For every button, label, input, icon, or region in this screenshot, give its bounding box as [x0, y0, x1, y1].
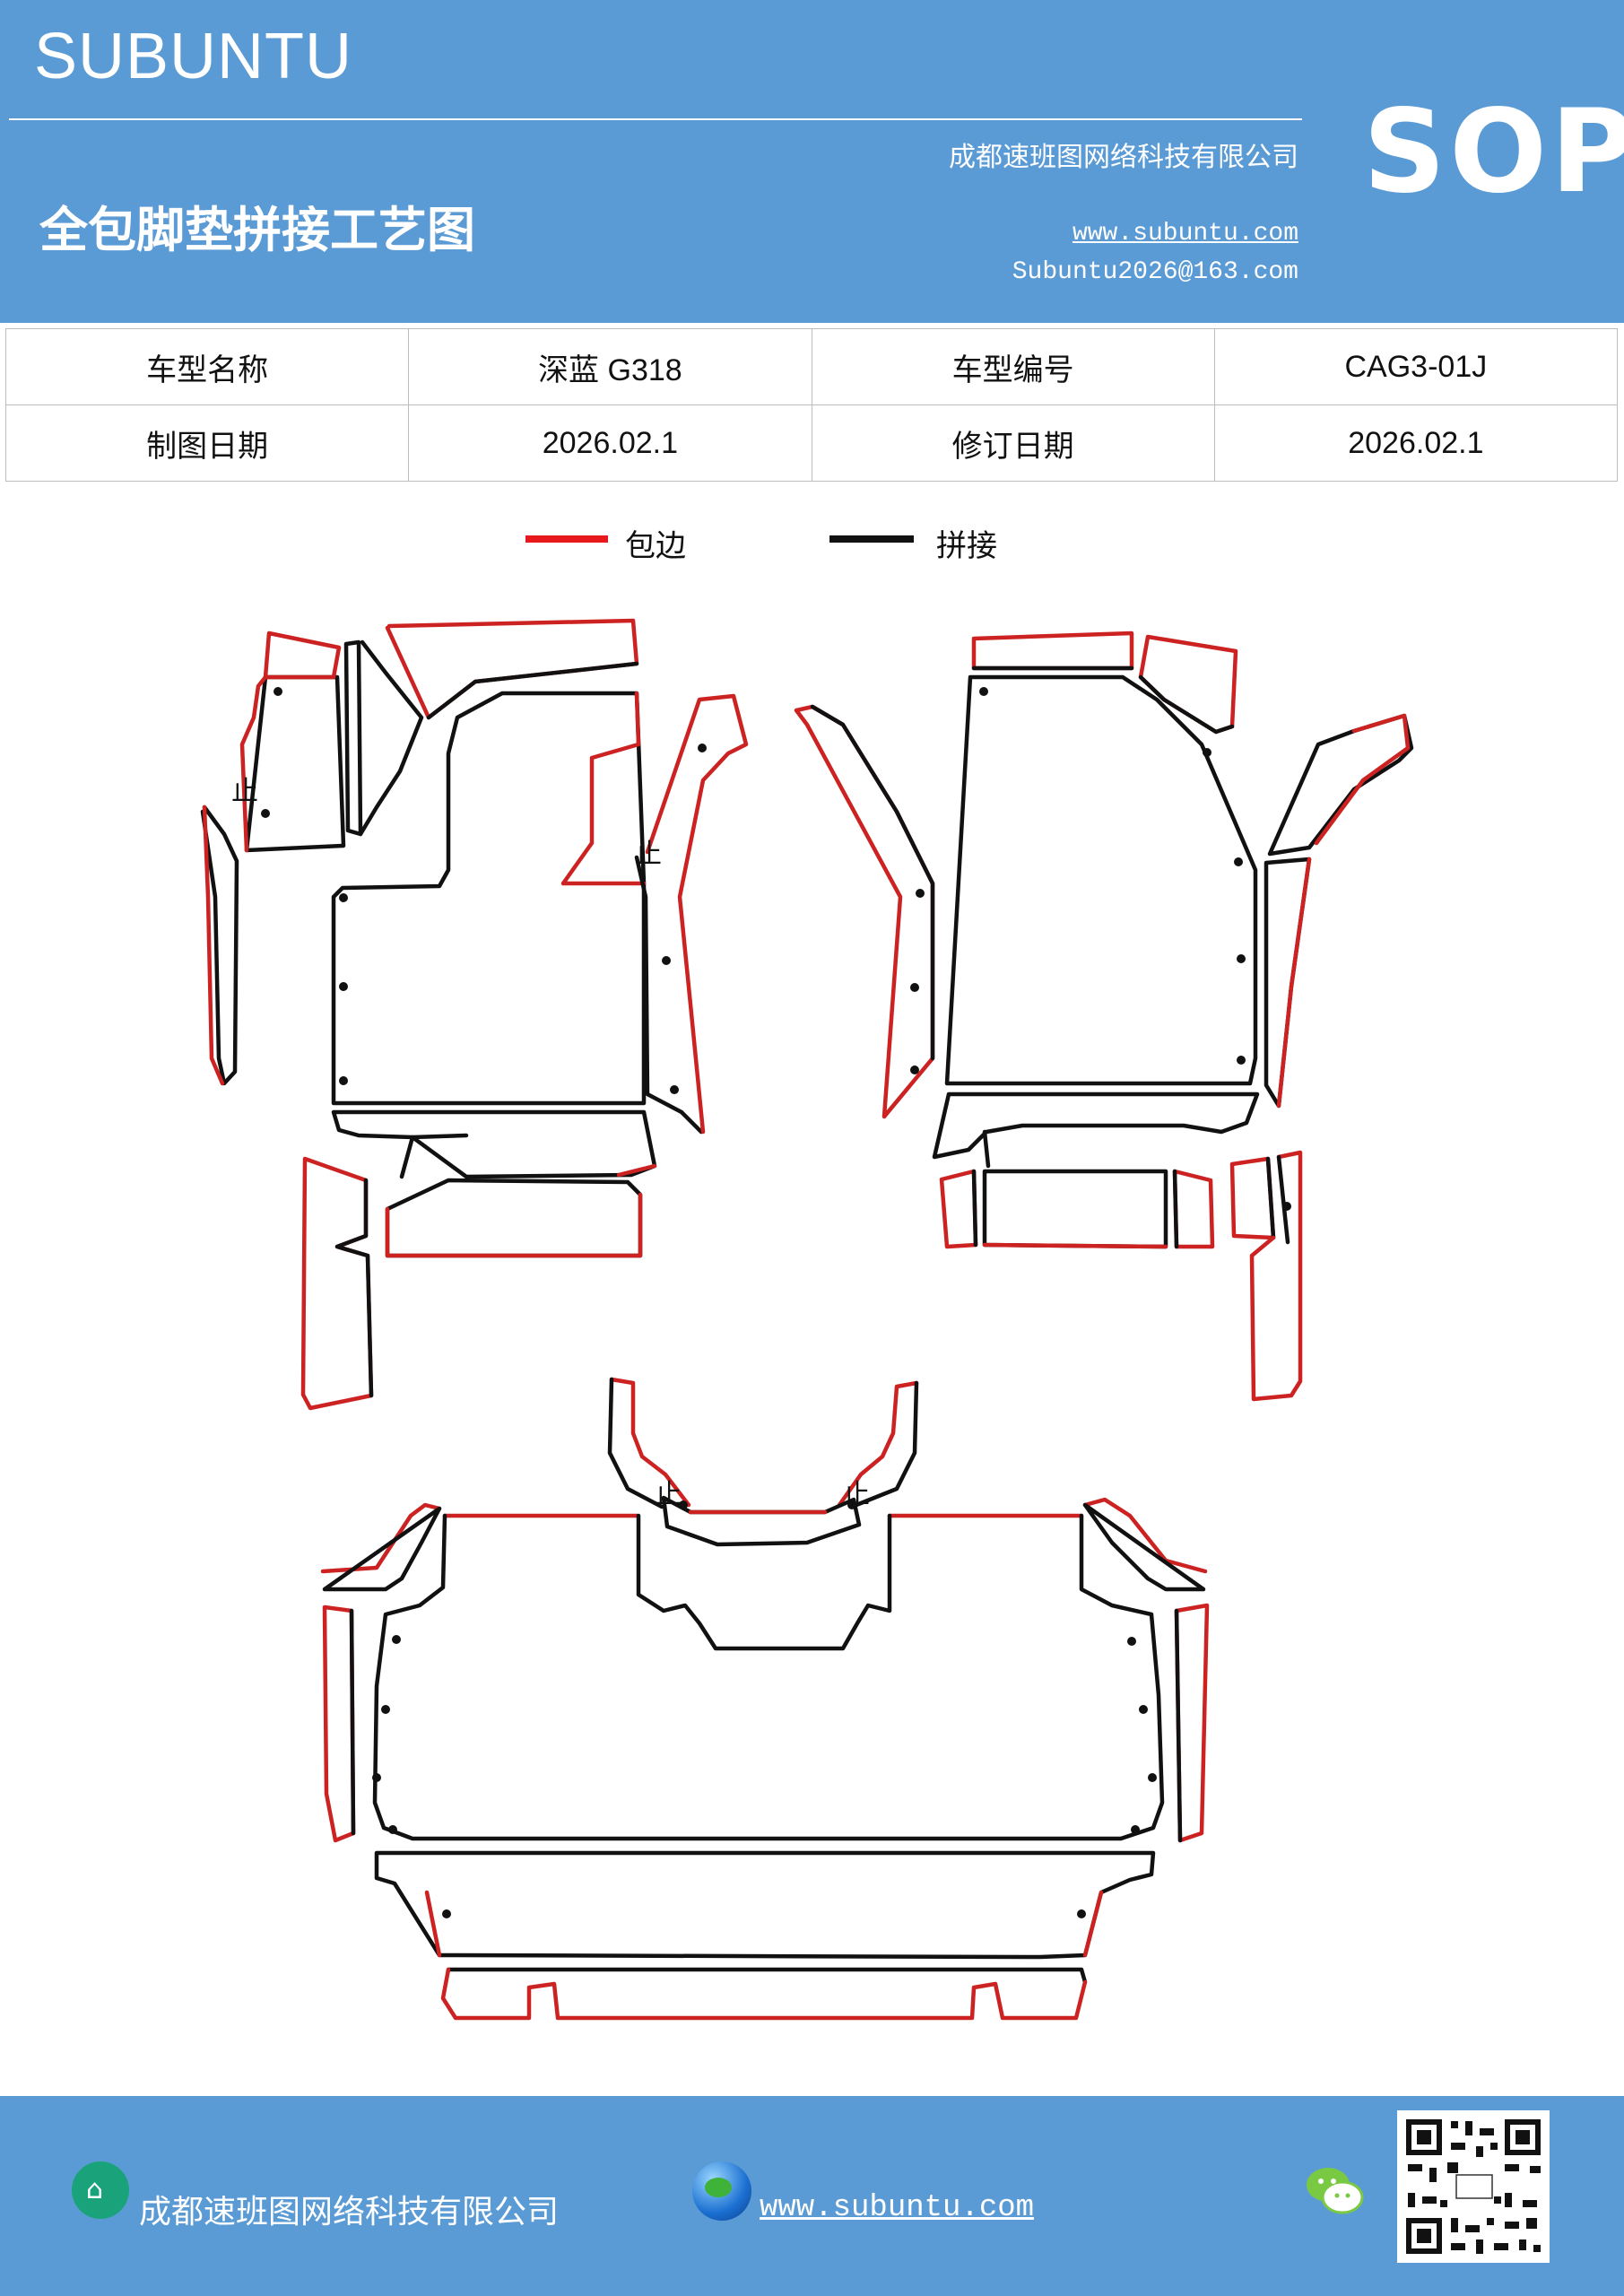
legend: 包边 拼接: [0, 525, 1624, 570]
footer-company-name: 成都速班图网络科技有限公司: [139, 2194, 560, 2231]
qr-code: [1397, 2110, 1550, 2263]
email-address: Subuntu2026@163.com: [1012, 258, 1298, 286]
rear-mat-group: [320, 1377, 1210, 2021]
table-row: 制图日期 2026.02.1 修订日期 2026.02.1: [4, 404, 1619, 482]
footer-banner: ⌂ 成都速班图网络科技有限公司 www.subuntu.com: [0, 2096, 1624, 2296]
header-divider: [9, 118, 1302, 120]
stop-mark: 止: [655, 1479, 682, 1510]
model-name-label: 车型名称: [4, 328, 410, 405]
stop-mark: 止: [231, 776, 258, 807]
company-name: 成都速班图网络科技有限公司: [949, 142, 1298, 173]
footer-website-link[interactable]: www.subuntu.com: [760, 2191, 1035, 2225]
model-code-label: 车型编号: [811, 328, 1215, 405]
model-code-value: CAG3-01J: [1213, 328, 1619, 405]
model-name-value: 深蓝 G318: [408, 328, 812, 405]
website-link[interactable]: www.subuntu.com: [1072, 220, 1298, 248]
front-right-mat-group: [794, 631, 1414, 1402]
brand-name: SUBUNTU: [34, 21, 353, 92]
stop-mark: 止: [843, 1479, 870, 1510]
vehicle-info-table: 车型名称 深蓝 G318 车型编号 CAG3-01J 制图日期 2026.02.…: [4, 328, 1619, 482]
legend-seam-swatch: [829, 535, 914, 543]
legend-edge-label: 包边: [625, 528, 686, 564]
front-left-mat-group: [200, 618, 749, 1411]
legend-seam-label: 拼接: [936, 528, 997, 564]
revision-date-value: 2026.02.1: [1213, 404, 1619, 482]
table-row: 车型名称 深蓝 G318 车型编号 CAG3-01J: [4, 328, 1619, 405]
wechat-icon: [1307, 2168, 1364, 2214]
revision-date-label: 修订日期: [811, 404, 1215, 482]
globe-icon: [692, 2161, 751, 2221]
sop-label: SOP: [1363, 85, 1624, 219]
draw-date-label: 制图日期: [4, 404, 410, 482]
draw-date-value: 2026.02.1: [408, 404, 812, 482]
header-banner: SUBUNTU 成都速班图网络科技有限公司 SOP 全包脚垫拼接工艺图 www.…: [0, 0, 1624, 323]
legend-edge-swatch: [525, 535, 608, 543]
building-icon: ⌂: [72, 2161, 129, 2219]
stop-mark: 止: [635, 839, 662, 870]
document-title: 全包脚垫拼接工艺图: [39, 202, 475, 258]
